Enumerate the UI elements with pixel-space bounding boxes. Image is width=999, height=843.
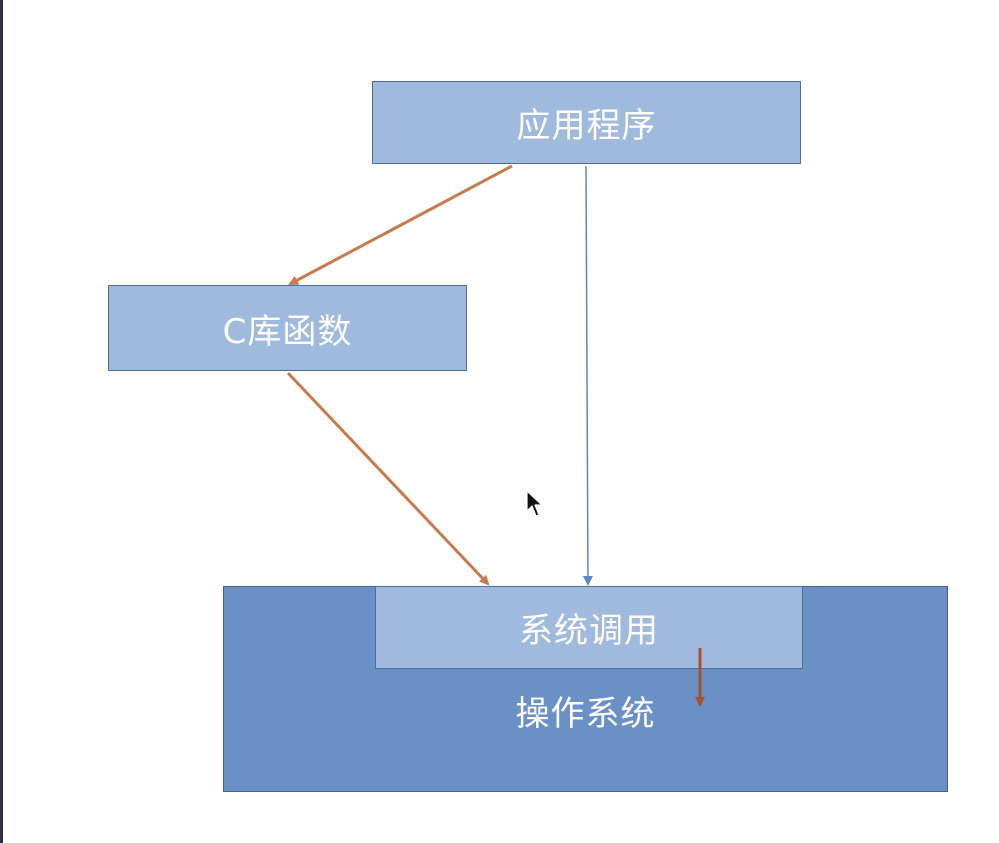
arrow-application-to-c-library [288, 164, 513, 286]
arrow-application-to-system-call [582, 165, 593, 586]
system-call-label: 系统调用 [519, 611, 659, 651]
c-library-box: C库函数 [108, 285, 467, 371]
c-library-label: C库函数 [222, 311, 353, 352]
application-label: 应用程序 [516, 106, 657, 146]
operating-system-label: 操作系统 [515, 694, 656, 734]
system-call-box: 系统调用 [375, 586, 803, 669]
arrow-c-library-to-system-call [286, 371, 490, 586]
application-box: 应用程序 [372, 81, 801, 164]
mouse-pointer-icon [526, 490, 543, 517]
window-edge [0, 0, 3, 843]
